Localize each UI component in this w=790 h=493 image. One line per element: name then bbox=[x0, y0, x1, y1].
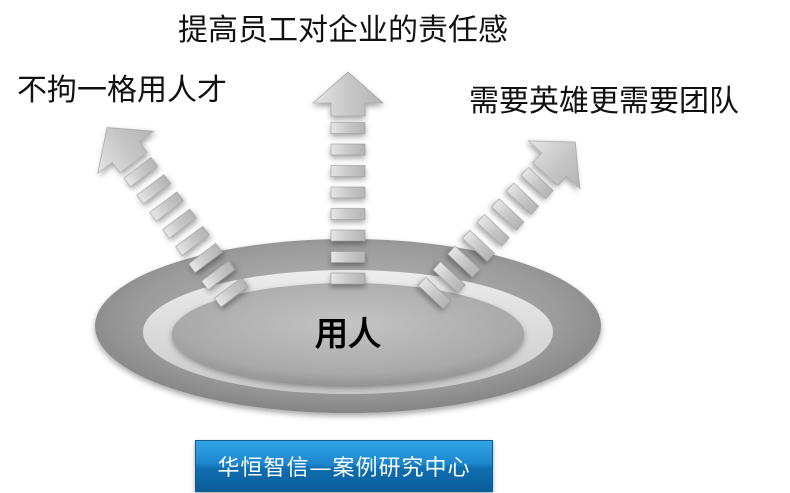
label-right: 需要英雄更需要团队 bbox=[469, 84, 739, 119]
arrow-segment bbox=[330, 272, 366, 285]
arrow-segment bbox=[136, 174, 171, 205]
arrow-segment bbox=[447, 245, 481, 278]
arrow-segment bbox=[330, 143, 366, 156]
arrow-segment bbox=[417, 277, 452, 310]
arrow-up-right bbox=[417, 140, 581, 310]
arrow-segment bbox=[149, 191, 184, 222]
arrow-segment bbox=[330, 122, 366, 134]
arrow-segment bbox=[330, 229, 366, 242]
arrow-up bbox=[312, 71, 384, 285]
arrow-segment bbox=[330, 208, 366, 220]
arrow-segment bbox=[201, 260, 236, 291]
arrow-segment bbox=[491, 198, 525, 231]
arrow-segment bbox=[162, 208, 197, 239]
arrow-segment bbox=[175, 225, 210, 256]
center-label: 用人 bbox=[315, 314, 381, 353]
arrow-head bbox=[312, 71, 384, 117]
arrow-segment bbox=[476, 214, 510, 247]
arrow-segment bbox=[330, 165, 366, 177]
arrow-segment bbox=[213, 277, 249, 308]
arrow-segment bbox=[461, 229, 496, 262]
arrow-head bbox=[527, 140, 581, 190]
arrow-segment bbox=[188, 243, 223, 274]
arrow-segment bbox=[520, 166, 554, 200]
label-left: 不拘一格用人才 bbox=[17, 73, 227, 108]
arrow-segment bbox=[330, 251, 366, 263]
arrow-segment bbox=[123, 157, 159, 188]
arrow-up-left bbox=[97, 127, 249, 308]
arrow-segment bbox=[432, 261, 466, 294]
footer-text: 华恒智信—案例研究中心 bbox=[217, 456, 471, 481]
footer-badge: 华恒智信—案例研究中心 bbox=[195, 440, 493, 492]
arrow-head bbox=[97, 127, 155, 175]
label-top: 提高员工对企业的责任感 bbox=[178, 13, 508, 48]
arrow-segment bbox=[505, 182, 540, 215]
inner-disk bbox=[172, 283, 524, 385]
arrow-segment bbox=[330, 186, 366, 199]
